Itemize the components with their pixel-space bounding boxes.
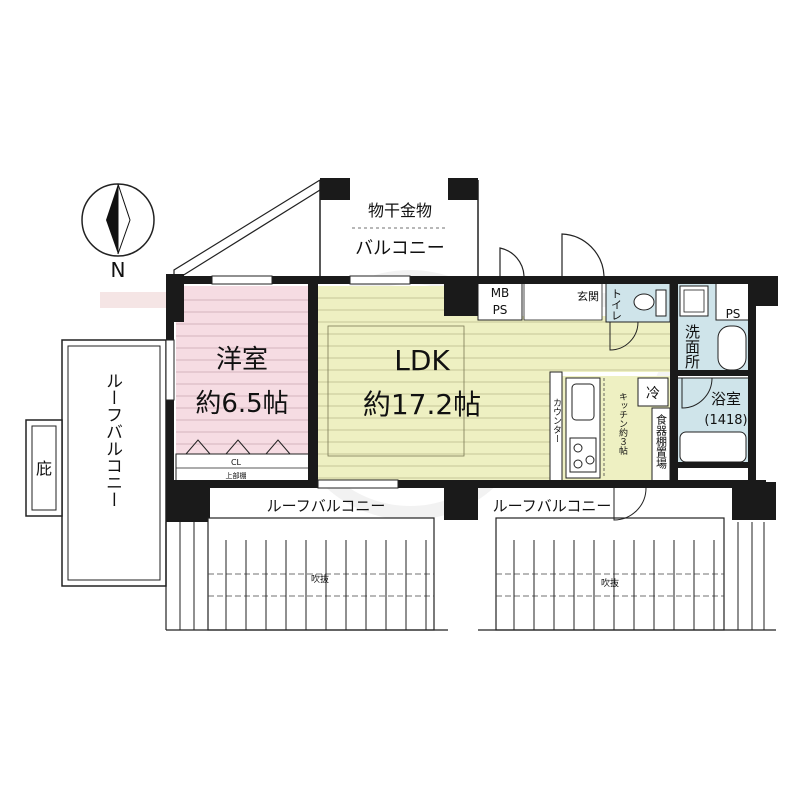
toilet-door-icon <box>609 321 639 351</box>
hanger-label: 物干金物 <box>368 201 432 220</box>
compass: N <box>81 183 155 282</box>
stove-burner-icon <box>585 455 595 465</box>
toilet-label: トイレ <box>610 288 623 321</box>
entrance-label: 玄関 <box>577 289 599 303</box>
bathtub-icon <box>679 431 747 463</box>
western-room-floor <box>176 286 310 454</box>
kitchen-sink-icon <box>571 383 595 421</box>
stove-burner-icon <box>573 459 583 469</box>
washing-machine-icon <box>679 285 709 317</box>
toilet-icon <box>633 293 655 311</box>
bottom-roof-balcony-left: ルーフバルコニー 吹抜 <box>165 497 448 631</box>
left-roof-balcony-label: ルーフバルコニー <box>102 372 122 508</box>
ps-label: PS <box>493 303 508 317</box>
kitchen-label: キッチン約３帖 <box>617 392 628 456</box>
bathroom-size: (1418) <box>704 413 747 428</box>
bottom-left-roof-balcony-label: ルーフバルコニー <box>267 497 386 515</box>
bathroom-name: 浴室 <box>711 390 741 408</box>
ldk: LDK 約17.2帖 <box>318 286 672 482</box>
walls <box>165 274 778 522</box>
entrance-door-icon <box>561 233 605 280</box>
ldk-name: LDK <box>394 344 450 377</box>
fridge <box>637 377 669 407</box>
ldk-floor-east <box>450 316 672 372</box>
ldk-size: 約17.2帖 <box>363 388 481 421</box>
stove-burner-icon <box>573 443 583 453</box>
left-roof-balcony: 庇 ルーフバルコニー <box>25 339 167 587</box>
north-arrow-outline-icon <box>117 183 131 255</box>
bottom-roof-balcony-right: ルーフバルコニー 吹抜 <box>478 487 776 631</box>
compass-north-label: N <box>111 258 126 282</box>
western-room-size: 約6.5帖 <box>195 389 288 419</box>
mb-door-icon <box>499 247 525 280</box>
ldk-floor-south <box>450 372 550 482</box>
eave-label: 庇 <box>36 459 52 478</box>
fridge-label: 冷 <box>646 386 660 402</box>
void-left-label: 吹抜 <box>311 573 329 585</box>
closet-label: CL <box>231 458 242 467</box>
entrance-area: MB PS 玄関 <box>477 233 605 321</box>
bathroom: 浴室 (1418) <box>675 377 751 467</box>
upper-balcony: 物干金物 バルコニー <box>173 178 479 278</box>
ldk-floor <box>318 286 450 482</box>
wash-basin-icon <box>717 325 747 371</box>
upper-shelf-label: 上部棚 <box>226 471 247 480</box>
bottom-right-roof-balcony-label: ルーフバルコニー <box>493 497 612 515</box>
counter-label: カウンター <box>551 398 562 443</box>
void-right-label: 吹抜 <box>601 577 619 589</box>
bath-door-icon <box>681 377 713 409</box>
western-room-name: 洋室 <box>216 345 268 375</box>
toilet-room: トイレ <box>605 281 671 351</box>
mb-label: MB <box>491 286 510 300</box>
washroom-label: 洗面所 <box>683 324 701 369</box>
washroom: PS 洗面所 <box>675 281 751 375</box>
north-arrow-icon <box>106 184 118 254</box>
washroom-ps-label: PS <box>726 307 741 321</box>
balcony-door-icon <box>613 487 647 521</box>
balcony-label: バルコニー <box>355 238 445 259</box>
kitchen: カウンター キッチン約３帖 冷 食器棚置場 <box>549 371 672 483</box>
western-room: CL 上部棚 洋室 約6.5帖 <box>175 286 311 483</box>
cupboard-label: 食器棚置場 <box>655 413 668 470</box>
